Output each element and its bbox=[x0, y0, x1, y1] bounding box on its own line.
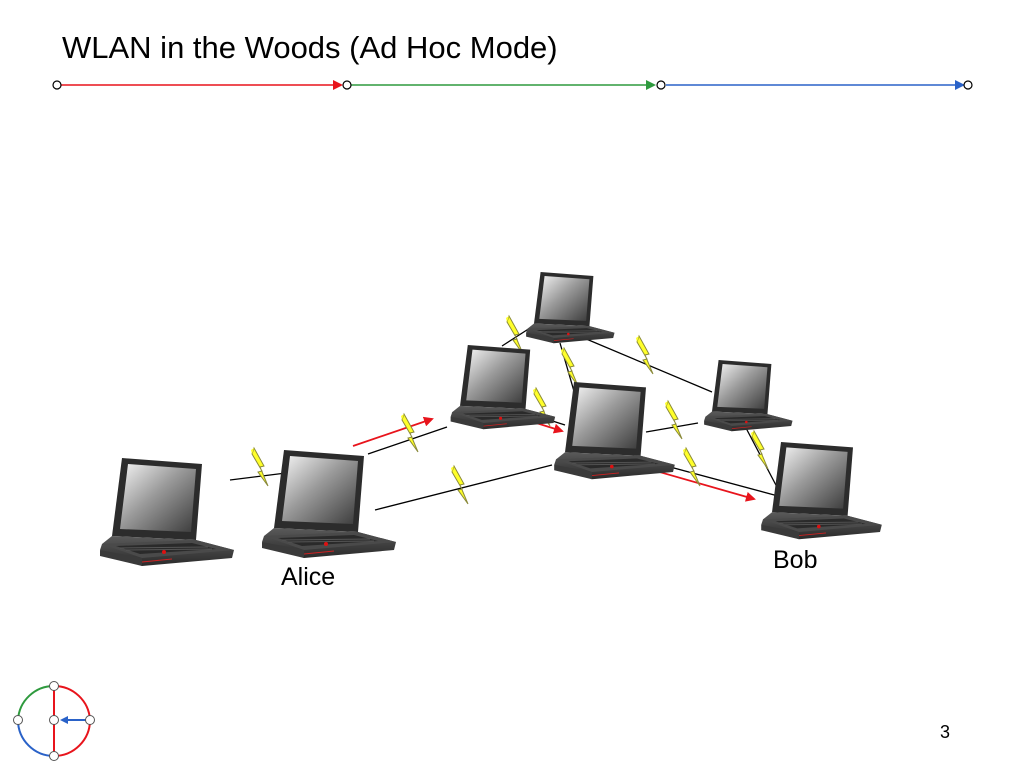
page-number: 3 bbox=[940, 722, 951, 742]
lightning-bolt-icon bbox=[250, 447, 269, 487]
laptop-icon bbox=[261, 449, 397, 559]
header-progress-bar bbox=[52, 80, 973, 90]
alice-label: Alice bbox=[281, 563, 336, 591]
network-circle-logo bbox=[13, 681, 95, 761]
laptop-nodes bbox=[99, 271, 883, 567]
lightning-bolt-icon bbox=[560, 347, 579, 387]
laptop-icon bbox=[450, 344, 556, 430]
laptop-icon bbox=[99, 457, 235, 567]
lightning-bolt-icon bbox=[664, 400, 683, 440]
route-arrows bbox=[352, 416, 756, 502]
lightning-bolt-icon bbox=[400, 413, 419, 453]
lightning-bolt-icon bbox=[635, 335, 654, 375]
bob-label: Bob bbox=[773, 546, 818, 574]
laptop-icon bbox=[703, 359, 793, 432]
lightning-bolt-icon bbox=[750, 430, 769, 470]
slide-title: WLAN in the Woods (Ad Hoc Mode) bbox=[62, 30, 558, 65]
laptop-icon bbox=[760, 441, 883, 540]
laptop-icon bbox=[525, 271, 615, 344]
lightning-bolt-icon bbox=[450, 465, 469, 505]
